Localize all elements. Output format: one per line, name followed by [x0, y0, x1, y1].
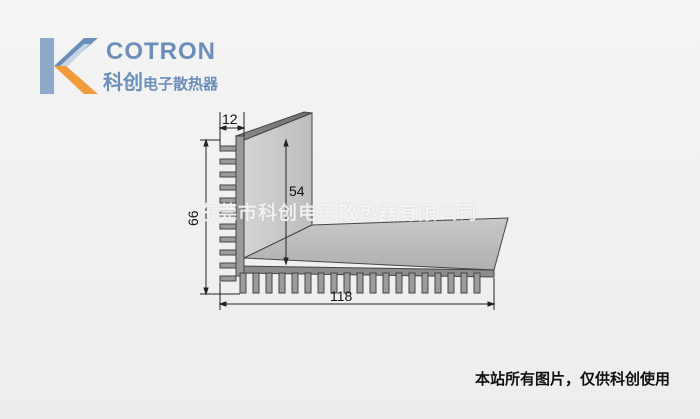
dim-length — [218, 278, 496, 310]
bottom-fins — [239, 272, 481, 294]
left-fins — [219, 145, 237, 282]
logo-sub-text: 科创电子散热器 — [103, 66, 218, 95]
dim-label-inner-height: 54 — [289, 183, 305, 199]
copyright-text: 本站所有图片，仅供科创使用 — [474, 370, 670, 388]
watermark-text: 东莞市科创电子散热器有限公司 — [198, 202, 479, 224]
logo-sub-big: 科创 — [103, 70, 143, 94]
logo-sub-small: 电子散热器 — [143, 75, 219, 93]
dim-label-fin-width: 12 — [222, 111, 238, 127]
dim-label-height: 66 — [185, 210, 201, 226]
dim-label-length: 118 — [330, 288, 353, 304]
cotron-logo-icon — [40, 38, 98, 94]
dim-inner-height — [283, 138, 289, 266]
logo-brand-text: COTRON — [106, 38, 216, 65]
horizontal-plate-face — [243, 217, 509, 271]
dim-fin-width — [218, 112, 246, 146]
